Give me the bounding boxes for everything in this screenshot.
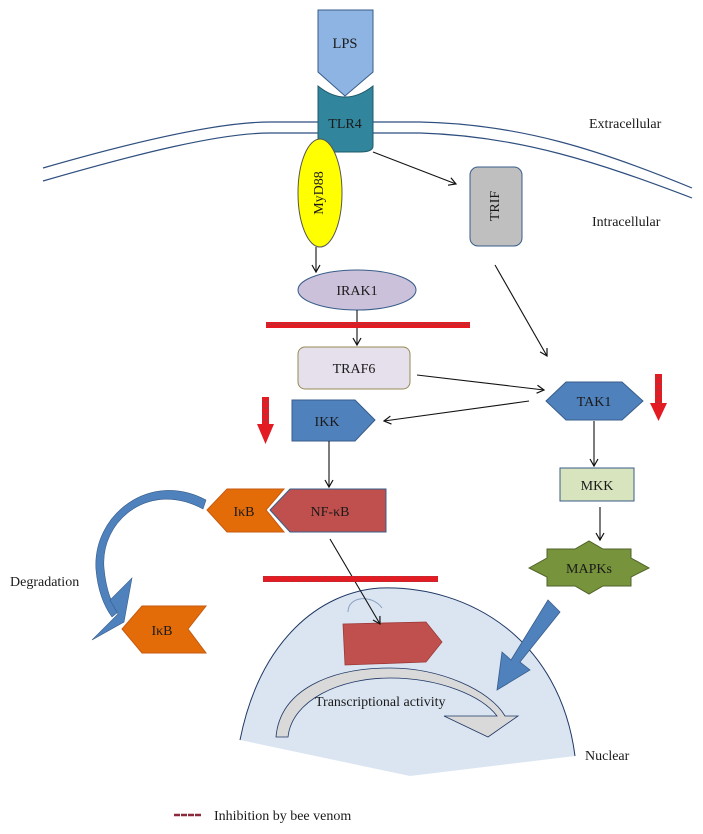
trif-label: TRIF [488,191,503,222]
inhibition-down-arrow-tak1 [650,374,667,421]
irak1-node[interactable]: IRAK1 [297,269,417,311]
inhibition-down-arrow-ikk [257,397,274,444]
ikb-bound-node[interactable]: IκB [206,488,286,533]
extracellular-label: Extracellular [589,117,662,132]
ikb-degraded-node[interactable]: IκB [121,605,208,654]
arrow-trif-tak1 [494,264,548,358]
nfkb-nuclear-shape [342,621,443,666]
tak1-label: TAK1 [577,395,612,410]
mkk-label: MKK [581,479,614,494]
tlr4-label: TLR4 [328,117,361,132]
ikk-node[interactable]: IKK [291,399,376,442]
degradation-arrow [91,490,207,641]
nfkb-label: NF-κB [311,505,350,520]
mkk-node[interactable]: MKK [559,467,635,502]
lps-label: LPS [333,36,358,52]
lps-node[interactable]: LPS [317,9,374,97]
degradation-label: Degradation [10,575,79,590]
inhibition-bar-irak1 [266,322,470,328]
arrow-traf6-tak1 [416,374,546,394]
intracellular-label: Intracellular [592,215,661,230]
mapks-node[interactable]: MAPKs [527,540,651,595]
transcription-arrow [275,667,520,738]
nfkb-node[interactable]: NF-κB [269,488,387,533]
ikb-degraded-label: IκB [151,624,172,639]
myd88-label: MyD88 [312,171,327,215]
arrow-tak1-ikk [382,400,530,425]
arrow-tlr4-trif [372,151,458,186]
traf6-label: TRAF6 [333,362,376,377]
cell-membrane [42,121,693,199]
legend-inhibition-label: Inhibition by bee venom [214,809,351,824]
ikk-label: IKK [315,415,340,430]
tak1-node[interactable]: TAK1 [545,381,644,421]
ikb-bound-label: IκB [233,505,254,520]
legend: Inhibition by bee venom [174,809,351,824]
mapk-to-nucleus-arrow [496,599,561,691]
inhibition-bar-nfkb [263,576,438,582]
nucleus [239,587,576,776]
irak1-label: IRAK1 [336,284,377,299]
myd88-node[interactable]: MyD88 [297,138,343,248]
transcription-label: Transcriptional activity [315,695,446,710]
traf6-node[interactable]: TRAF6 [297,346,411,390]
nuclear-pore [347,598,383,613]
nuclear-label: Nuclear [585,749,630,764]
mapks-label: MAPKs [566,562,612,577]
trif-node[interactable]: TRIF [469,166,523,247]
